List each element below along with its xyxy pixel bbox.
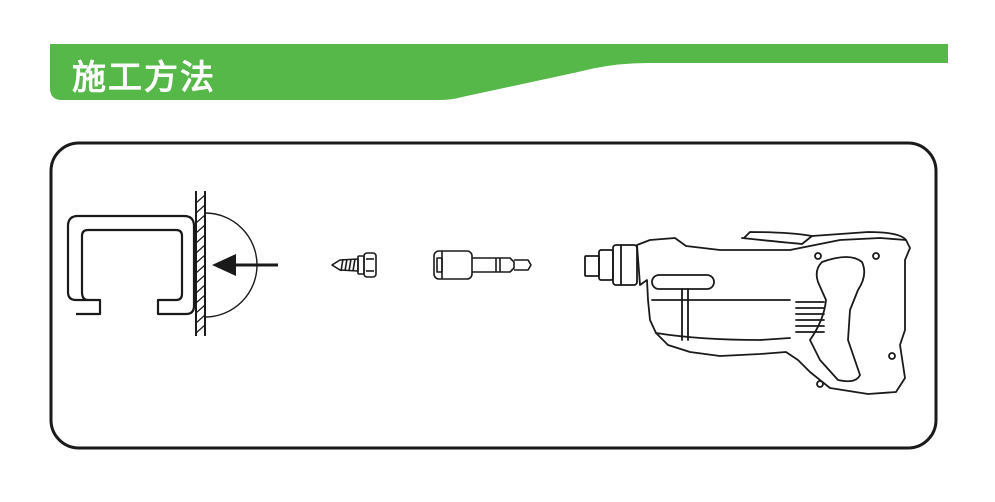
socket-bit (433, 250, 532, 280)
page-title: 施工方法 (72, 58, 216, 98)
diagram-frame (49, 141, 938, 450)
section-banner (50, 44, 948, 100)
wall (195, 191, 206, 336)
power-screwdriver-icon (584, 231, 911, 395)
c-channel (66, 214, 196, 316)
banner-shape (50, 44, 948, 100)
screw (331, 252, 377, 278)
arrow-left-icon (212, 254, 278, 276)
